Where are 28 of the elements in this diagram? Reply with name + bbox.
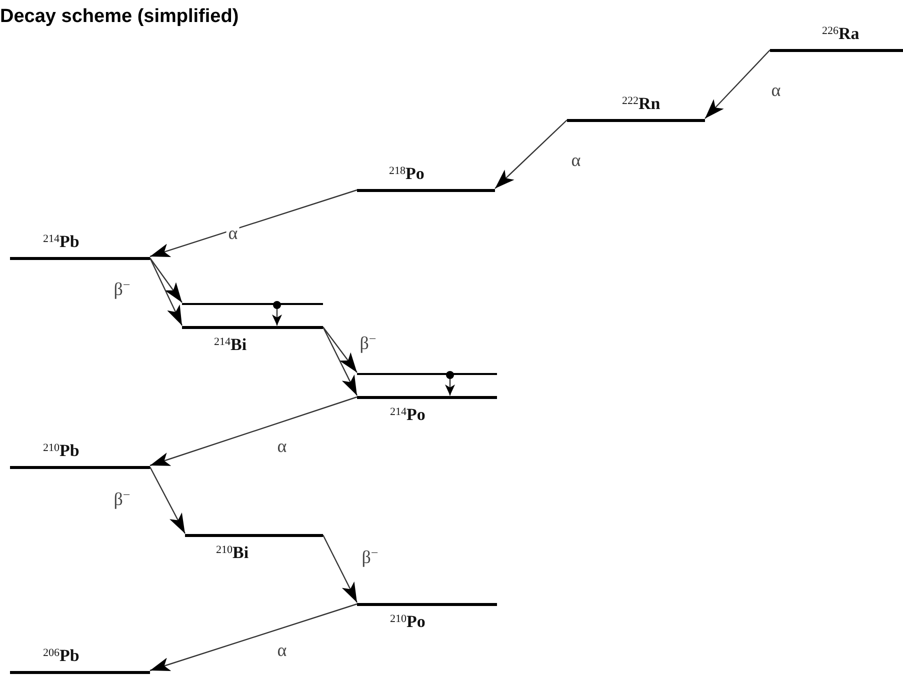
edge-label: β$^{−}$ bbox=[358, 333, 378, 353]
nuclide-label: $^{222}$Rn bbox=[622, 94, 660, 114]
nuclide-label: $^{210}$Pb bbox=[43, 441, 80, 461]
decay-arrow bbox=[150, 603, 358, 672]
nuclide-label: $^{206}$Pb bbox=[43, 646, 80, 666]
gamma-transition-arrow bbox=[445, 371, 455, 396]
decay-arrow bbox=[150, 258, 182, 303]
decay-arrow bbox=[322, 534, 358, 603]
decay-arrow bbox=[150, 189, 358, 258]
decay-arrow bbox=[322, 326, 358, 396]
nuclide-label: $^{214}$Pb bbox=[43, 232, 80, 252]
edge-label: β$^{−}$ bbox=[360, 547, 380, 567]
edge-label: β$^{−}$ bbox=[112, 489, 132, 509]
gamma-transition-arrow bbox=[272, 301, 282, 326]
nuclide-label: $^{210}$Po bbox=[390, 612, 426, 632]
decay-arrow bbox=[322, 326, 358, 373]
nuclide-label: $^{210}$Bi bbox=[216, 542, 249, 562]
diagram-title: Decay scheme (simplified) bbox=[0, 6, 239, 28]
nuclide-label: $^{214}$Po bbox=[390, 404, 426, 424]
decay-arrow bbox=[149, 258, 183, 326]
nuclide-label: $^{214}$Bi bbox=[214, 334, 247, 354]
nuclide-label: $^{218}$Po bbox=[389, 164, 424, 184]
edge-label: β$^{−}$ bbox=[112, 279, 132, 299]
decay-arrow bbox=[149, 466, 186, 534]
decay-arrow bbox=[150, 396, 358, 466]
decay-arrow bbox=[704, 50, 770, 119]
decay-arrow bbox=[494, 120, 568, 189]
nuclide-label: $^{226}$Ra bbox=[822, 24, 860, 44]
